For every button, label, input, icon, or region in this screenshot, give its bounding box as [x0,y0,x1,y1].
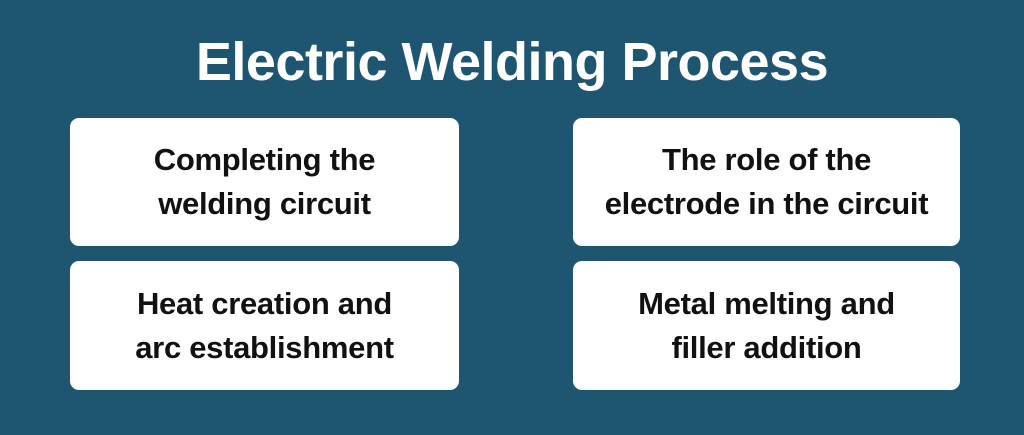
card-label-line: welding circuit [158,186,371,221]
card-label-line: filler addition [671,329,862,365]
card-label-line: electrode in the circuit [604,186,929,221]
page-title: Electric Welding Process [195,32,829,92]
card-heat-arc: Heat creation and arc establishment [70,261,459,390]
card-label-line: Completing the [153,142,376,177]
card-completing-circuit: Completing the welding circuit [70,118,459,246]
card-label: The role of the electrode in the circuit [605,138,929,226]
card-metal-melting: Metal melting and filler addition [573,261,960,390]
card-label: Completing the welding circuit [153,138,376,226]
card-label-line: Metal melting and [638,285,895,321]
card-electrode-role: The role of the electrode in the circuit [573,118,960,246]
card-label-line: arc establishment [135,329,394,365]
card-label: Heat creation and arc establishment [135,282,394,370]
card-label: Metal melting and filler addition [638,282,895,370]
card-label-line: Heat creation and [136,285,392,321]
card-label-line: The role of the [661,142,872,177]
